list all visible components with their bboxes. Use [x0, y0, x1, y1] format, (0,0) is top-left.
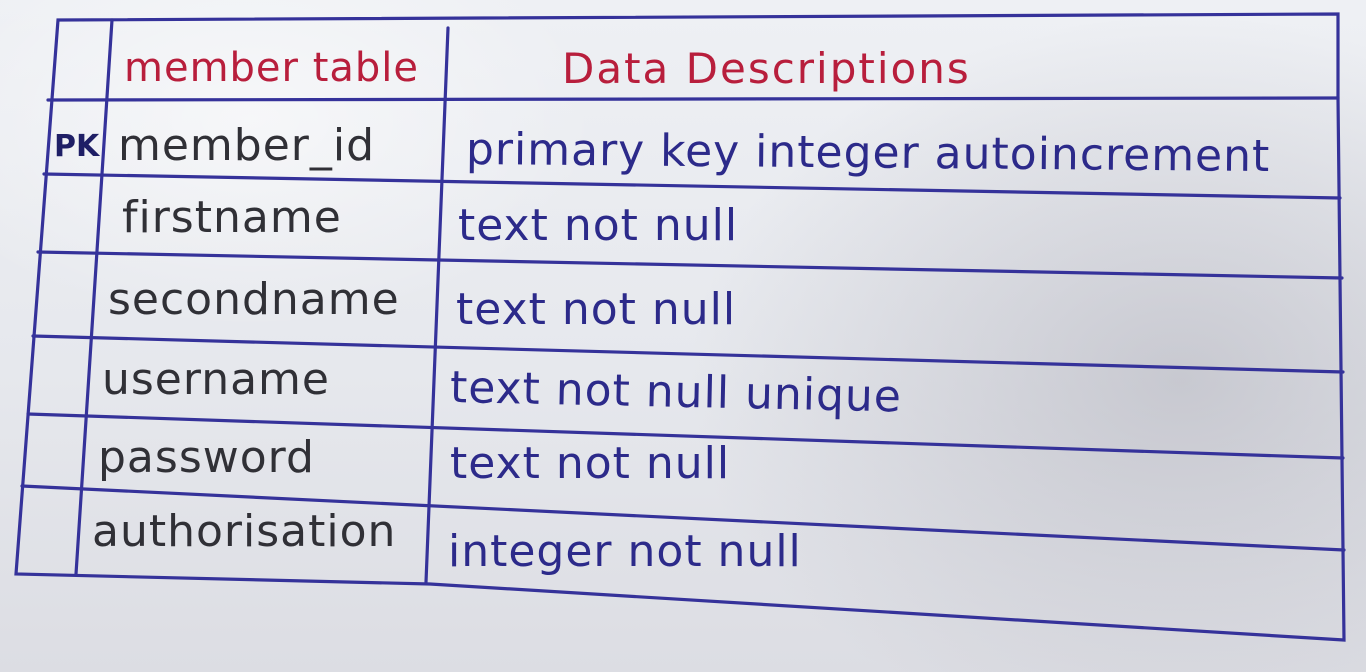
row-line-4 [31, 334, 1345, 374]
field-desc-firstname: text not null [458, 200, 739, 251]
field-name-username: username [102, 354, 330, 405]
field-name-member-id: member_id [118, 120, 376, 171]
field-name-secondname: secondname [108, 274, 400, 325]
row-line-6 [20, 484, 1346, 552]
row-line-2 [42, 172, 1342, 200]
field-name-authorisation: authorisation [92, 506, 397, 557]
col-line-2 [424, 26, 450, 584]
row-line-1 [46, 96, 1340, 102]
primary-key-marker: PK [54, 129, 100, 164]
field-desc-username: text not null unique [449, 362, 903, 423]
col-line-1 [74, 18, 114, 576]
header-data-descriptions: Data Descriptions [562, 44, 971, 93]
outer-border [14, 12, 1346, 642]
field-desc-member-id: primary key integer autoincrement [465, 124, 1271, 183]
field-desc-password: text not null [450, 438, 731, 489]
field-name-password: password [98, 432, 315, 483]
field-name-firstname: firstname [122, 192, 342, 243]
header-member-table: member table [124, 45, 420, 91]
field-desc-authorisation: integer not null [448, 526, 802, 577]
row-line-3 [36, 250, 1344, 280]
row-line-5 [26, 412, 1345, 460]
field-desc-secondname: text not null [456, 284, 737, 335]
